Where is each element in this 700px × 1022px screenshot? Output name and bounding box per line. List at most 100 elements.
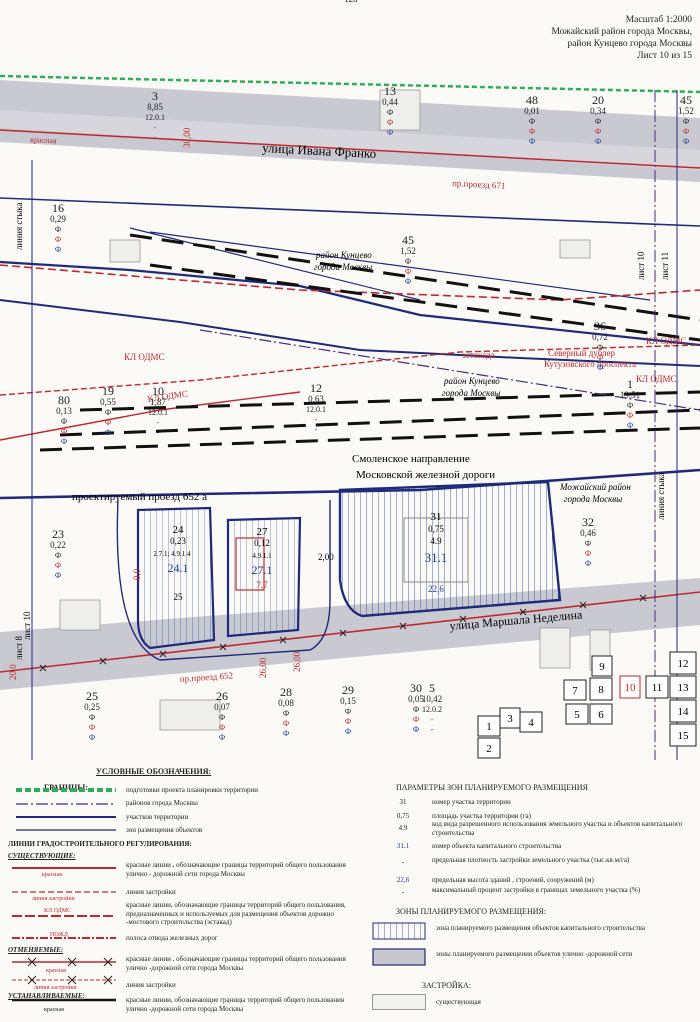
building-4: 4	[528, 717, 534, 729]
parcel-13-line-3: Ф	[387, 118, 393, 127]
label-list8-left: лист 8	[14, 636, 24, 660]
label-width-2: 2,00	[318, 552, 334, 562]
parcel-25-line-3: Ф	[89, 723, 95, 732]
legend-bd1: существующая	[436, 998, 481, 1006]
legend-z2: зоны планируемого размещения объектов ул…	[436, 950, 633, 958]
parcel-28-line-3: Ф	[283, 719, 289, 728]
parcel-48-line-1: 0,01	[524, 106, 540, 116]
existing-buildings	[59, 89, 611, 731]
parcel-29-line-3: Ф	[345, 717, 351, 726]
parcel-48-line-4: Ф	[529, 137, 535, 146]
zone-31-area: 0,75	[428, 524, 444, 534]
north-dubler-2: Кутузовского проспекта	[544, 359, 636, 369]
area-kuntsevo-2: города Москвы	[314, 262, 372, 272]
parcel-12-line-3: -	[315, 415, 318, 424]
building-boxes	[477, 651, 697, 759]
parcel-10-line-2: 12.0.1	[148, 408, 168, 417]
area-kuntsevo-4: города Москвы	[442, 388, 500, 398]
parcel-23-line-3: Ф	[55, 561, 61, 570]
parcel-45-line-4: Ф	[683, 137, 689, 146]
zone-31-height: 22,6	[428, 584, 444, 594]
building-13: 13	[678, 682, 690, 694]
building-9: 9	[599, 661, 605, 673]
cancelled-line-markers	[39, 594, 647, 672]
parcel-80-line-1: 0,13	[56, 406, 72, 416]
parcel-16-line-4: Ф	[55, 245, 61, 254]
parcel-45-line-2: Ф	[405, 257, 411, 266]
parcel-10-line-4: -	[157, 428, 160, 437]
legend-p6: предельная высота зданий , строений, соо…	[432, 876, 594, 884]
building-10: 10	[625, 682, 637, 694]
parcel-20-line-4: Ф	[595, 137, 601, 146]
legend-p4-key: 31.1	[396, 842, 410, 850]
parcel-12-line-0: 12	[310, 381, 322, 395]
building-numbers: 9 7 8 10 11 12 13 14 15 4 5 6 3 1 2	[486, 658, 689, 755]
parcel-36-line-0: 36	[594, 319, 606, 333]
label-width-26: 26,00	[258, 657, 268, 678]
rail-tracks	[39, 233, 700, 452]
zone-31-outline	[338, 480, 562, 618]
parcel-23-line-1: 0,22	[50, 540, 66, 550]
parcel-3-line-0: 3	[152, 89, 158, 103]
zone-27-cap: 27.1	[252, 563, 273, 577]
legend-p3: код вида разрешенного использования земе…	[432, 820, 683, 837]
parcel-1-line-0: 1	[627, 377, 633, 391]
parcel-3-line-3: -	[154, 123, 157, 132]
zone-27-num: 27	[257, 526, 269, 538]
legend-c2: линия застройки	[126, 981, 176, 989]
parcel-80-line-4: Ф	[61, 437, 67, 446]
parcel-28-line-1: 0,08	[278, 698, 294, 708]
parcel-32-line-4: Ф	[585, 559, 591, 568]
parcel-29-line-2: Ф	[345, 707, 351, 716]
label-list10-left: лист 10	[22, 611, 32, 640]
zone-31-code: 4.9	[430, 536, 442, 546]
zone-27-labels: 27 0,12 4.9.1.1 27.1 7,7	[252, 526, 273, 590]
legend-b1: подготовки проекта планировки территории	[126, 786, 259, 794]
north-dubler-1: Северный дублер	[548, 348, 616, 358]
street-ivan-franko: улица Ивана Франко	[262, 140, 377, 161]
red-line-4	[0, 391, 301, 441]
parcel-25-line-2: Ф	[89, 713, 95, 722]
map-header: Масштаб 1:2000 Можайский район города Мо…	[551, 14, 692, 62]
legend-s1-tag: красная	[44, 1007, 64, 1013]
label-list11-top: лист 11	[660, 252, 670, 280]
legend-borders-heading: ГРАНИЦЫ:	[44, 783, 88, 792]
railway-label-1: Смоленское направление	[352, 453, 470, 465]
parcel-labels: 38,8512.0.1--130,44ФФФ480,01ФФФ200,34ФФФ…	[50, 84, 694, 742]
parcel-3-line-4: -	[154, 133, 157, 142]
area-mozhaisky-1: Можайский район	[559, 482, 631, 492]
parcel-19-line-4: Ф	[105, 428, 111, 437]
parcel-32-line-0: 32	[582, 515, 594, 529]
building-14: 14	[678, 706, 690, 718]
parcel-30-line-1: 0,05	[408, 694, 424, 704]
zone-24-num: 24	[173, 524, 185, 536]
parcel-26-line-3: Ф	[219, 723, 225, 732]
legend-cancel-heading: ОТМЕНЯЕМЫЕ:	[8, 946, 64, 954]
parcel-13-line-2: Ф	[387, 108, 393, 117]
legend-e1: красные линии , обозначающие границы тер…	[126, 861, 346, 878]
legend-lines-heading: ЛИНИИ ГРАДОСТРОИТЕЛЬНОГО РЕГУЛИРОВАНИЯ:	[8, 840, 192, 848]
building-7: 7	[572, 685, 578, 697]
parcel-45-line-3: Ф	[683, 127, 689, 136]
parcel-30-line-3: Ф	[413, 715, 419, 724]
parcel-1-line-3: Ф	[627, 411, 633, 420]
overpass-label: эстакада	[462, 350, 495, 360]
parcel-16-line-1: 0,29	[50, 214, 66, 224]
legend-p6-key: 22,6	[396, 876, 410, 884]
parcel-19-line-3: Ф	[105, 418, 111, 427]
railway-boundary-2	[0, 299, 700, 367]
parcel-36-line-1: 0,72	[592, 332, 608, 342]
building-15: 15	[678, 730, 690, 742]
railway-boundary	[0, 260, 700, 347]
parcel-80-line-0: 80	[58, 393, 70, 407]
parcel-13-line-4: Ф	[387, 128, 393, 137]
legend-p7: максимальный процент застройки в граница…	[432, 886, 641, 894]
